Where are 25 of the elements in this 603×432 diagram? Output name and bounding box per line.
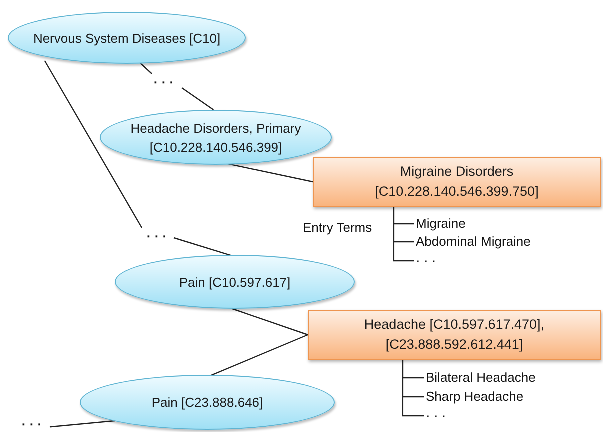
entry-term: Abdominal Migraine (416, 233, 566, 251)
heading-box: Headache [C10.597.617.470], [C23.888.592.612.441] (308, 310, 601, 360)
heading-box: Migraine Disorders [C10.228.140.546.399.750] (313, 157, 601, 207)
connector-line (210, 334, 308, 377)
connector-line (393, 207, 414, 262)
connector-line (232, 308, 308, 336)
entry-term: Migraine (416, 215, 566, 233)
connector-line (402, 360, 424, 417)
entry-terms-label: Entry Terms (303, 219, 372, 237)
ellipsis-text: · · · (14, 418, 50, 431)
category-ellipse: Nervous System Diseases [C10] (8, 12, 246, 64)
connector-line (174, 237, 233, 257)
connector-line (182, 88, 214, 110)
entry-term: Bilateral Headache (426, 369, 576, 387)
connector-line (140, 62, 153, 74)
ellipsis-text: · · · (140, 228, 174, 244)
connector-line (50, 420, 115, 428)
category-ellipse: Pain [C23.888.646] (80, 375, 335, 430)
category-ellipse: Pain [C10.597.617] (115, 255, 355, 309)
entry-term: · · · (426, 407, 466, 425)
entry-term: · · · (416, 252, 456, 270)
category-ellipse: Headache Disorders, Primary [C10.228.140.546.399] (100, 110, 332, 165)
ellipsis-text: · · · (146, 74, 182, 90)
entry-term: Sharp Headache (426, 388, 576, 406)
connector-line (44, 60, 143, 228)
